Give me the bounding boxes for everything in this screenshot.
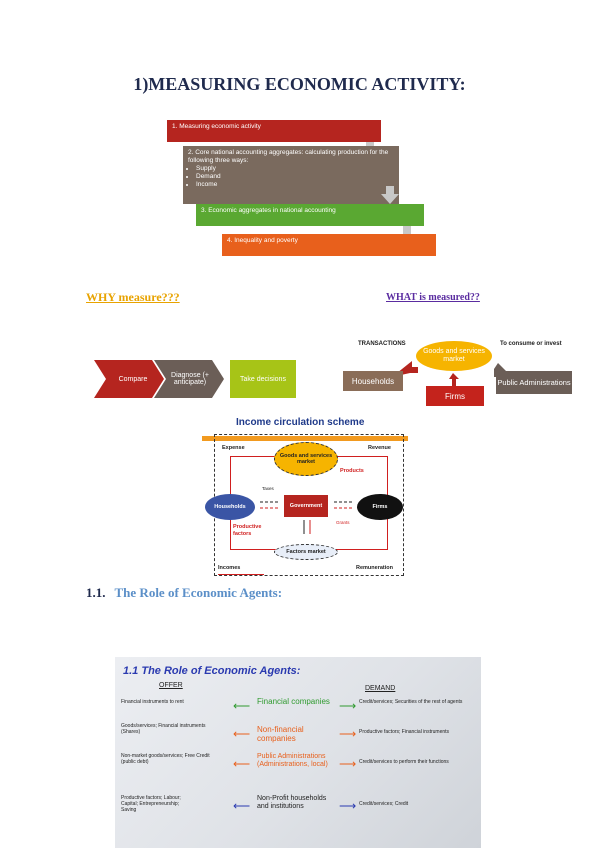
circ-households-ellipse: Households	[205, 494, 255, 520]
step-2-bullet: Demand	[196, 173, 394, 181]
step-1-label: 1. Measuring economic activity	[172, 123, 261, 130]
chevron-compare-label: Compare	[118, 375, 148, 383]
incomes-label: Incomes	[218, 565, 241, 571]
factors-market-ellipse: Factors market	[274, 544, 338, 560]
public-box: Public Administrations	[496, 371, 572, 394]
arrow-right-icon: ⟶	[339, 699, 357, 713]
notes-left: Productive factors; Labour; Capital; Ent…	[121, 795, 181, 813]
section-heading: 1.1. The Role of Economic Agents:	[86, 585, 282, 601]
arrow-right-icon: ⟶	[339, 757, 357, 771]
expense-label: Expense	[222, 445, 245, 451]
taxes-label: Taxes	[262, 486, 274, 491]
chevron-diagnose-label: Diagnose (+ anticipate)	[171, 372, 209, 386]
products-label: Products	[340, 468, 364, 474]
why-chevrons	[94, 360, 296, 398]
step-3: 3. Economic aggregates in national accou…	[196, 204, 424, 226]
arrow-icon	[449, 373, 459, 387]
circ-goods-ellipse: Goods and services market	[274, 442, 338, 476]
households-label: Households	[351, 376, 395, 386]
notes-right: Credit/services; Credit	[359, 801, 409, 807]
step-2-bullets: Supply Demand Income	[188, 165, 394, 189]
flow-arrows	[260, 501, 354, 534]
step-2-bullet: Income	[196, 181, 394, 189]
productive-factors-label: Productive factors	[233, 524, 262, 537]
notes-left: Financial instruments to rent	[121, 699, 184, 705]
notes-right: Productive factors; Financial instrument…	[359, 729, 450, 735]
arrow-left-icon: ⟵	[233, 757, 251, 771]
factors-market-label: Factors market	[286, 549, 326, 555]
circ-government-box: Government	[284, 495, 328, 517]
circulation-title: Income circulation scheme	[236, 417, 365, 428]
chevron-diagnose	[154, 360, 224, 398]
notes-mid: Non-Profit households and institutions	[257, 795, 327, 810]
chevron-compare	[94, 360, 164, 398]
step-4-label: 4. Inequality and poverty	[227, 237, 298, 244]
notes-left: Non-market goods/services; Free Credit (…	[121, 753, 210, 765]
notes-mid: Non-financial companies	[257, 725, 304, 743]
notes-title: 1.1 The Role of Economic Agents:	[123, 665, 301, 677]
notes-left: Goods/services; Financial instruments (S…	[121, 723, 206, 735]
notes-offer: OFFER	[159, 682, 183, 689]
circ-households-label: Households	[214, 504, 246, 510]
public-label: Public Administrations	[497, 378, 571, 387]
notes-mid: Public Administrations (Administrations,…	[257, 753, 328, 768]
notes-right: Credit/services to perform their functio…	[359, 759, 449, 765]
remuneration-label: Remuneration	[356, 565, 393, 571]
firms-box: Firms	[426, 386, 484, 406]
transactions-label: TRANSACTIONS	[358, 341, 406, 347]
why-heading: WHY measure???	[86, 290, 180, 304]
arrow-left-icon: ⟵	[233, 727, 251, 741]
handwritten-notes-photo: 1.1 The Role of Economic Agents: OFFER D…	[115, 657, 481, 848]
box-decisions-label: Take decisions	[240, 375, 286, 383]
arrow-left-icon: ⟵	[233, 699, 251, 713]
notes-right: Credit/services; Securities of the rest …	[359, 699, 463, 705]
consume-label: To consume or invest	[500, 341, 562, 347]
legend-line	[218, 574, 264, 575]
circ-goods-label: Goods and services market	[279, 452, 333, 466]
what-heading: WHAT is measured??	[386, 292, 480, 303]
orange-bar	[202, 436, 408, 441]
circ-firms-label: Firms	[372, 504, 388, 510]
step-3-label: 3. Economic aggregates in national accou…	[201, 207, 336, 214]
notes-mid: Financial companies	[257, 697, 330, 706]
box-decisions	[230, 360, 296, 398]
arrow-right-icon: ⟶	[339, 727, 357, 741]
page-title: 1)MEASURING ECONOMIC ACTIVITY:	[133, 74, 466, 94]
step-2-label: 2. Core national accounting aggregates: …	[188, 149, 389, 164]
section-number: 1.1.	[86, 585, 106, 600]
grants-label: Grants	[336, 520, 350, 525]
step-2: 2. Core national accounting aggregates: …	[183, 146, 399, 204]
step-4: 4. Inequality and poverty	[222, 234, 436, 256]
step-1: 1. Measuring economic activity	[167, 120, 381, 142]
goods-market-label: Goods and services market	[423, 348, 485, 363]
firms-label: Firms	[445, 391, 465, 401]
notes-demand: DEMAND	[365, 685, 396, 692]
circ-firms-ellipse: Firms	[357, 494, 403, 520]
households-box: Households	[343, 371, 403, 391]
goods-market-ellipse: Goods and services market	[416, 341, 492, 371]
step-2-bullet: Supply	[196, 165, 394, 173]
arrow-down-icon	[381, 186, 399, 204]
section-title: The Role of Economic Agents:	[114, 585, 283, 600]
arrow-right-icon: ⟶	[339, 799, 357, 813]
revenue-label: Revenue	[368, 445, 391, 451]
arrow-left-icon: ⟵	[233, 799, 251, 813]
circ-government-label: Government	[289, 503, 323, 509]
